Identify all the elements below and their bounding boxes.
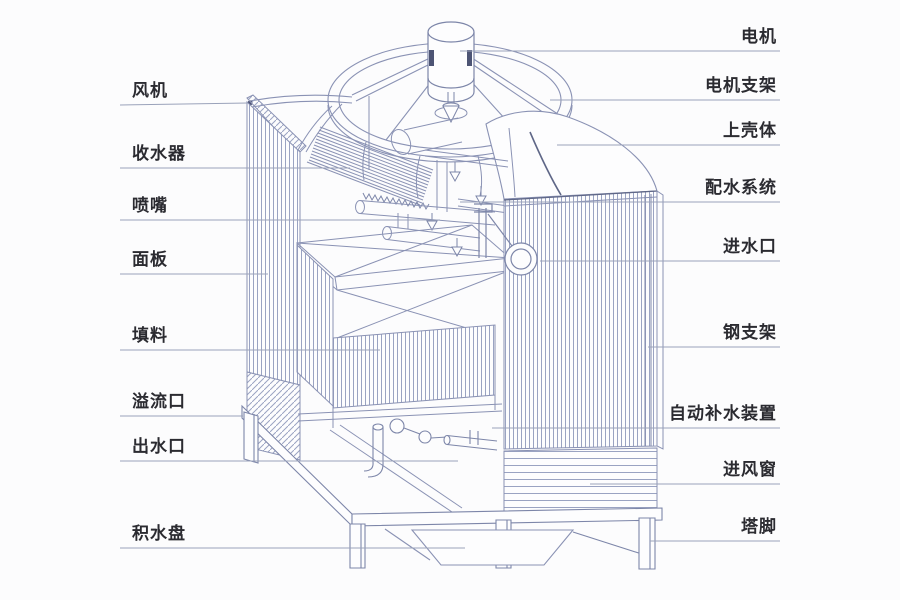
- collection-tray: [384, 528, 575, 566]
- nozzle-icon: [449, 162, 461, 183]
- leader-fan: [119, 102, 249, 106]
- label-panel: 面板: [132, 250, 168, 269]
- tower-leg: [243, 411, 259, 464]
- upper-shell: [247, 94, 658, 200]
- label-steel-frame: 钢支架: [723, 323, 777, 342]
- motor: [427, 21, 475, 124]
- nozzle-icon: [475, 186, 487, 207]
- label-air-inlet-louver: 进风窗: [723, 460, 777, 479]
- label-auto-refill-device: 自动补水装置: [669, 404, 777, 423]
- label-motor-bracket: 电机支架: [705, 76, 777, 95]
- louver-window: [503, 447, 658, 518]
- label-fill: 填料: [132, 326, 168, 345]
- float-valve: [363, 418, 498, 478]
- label-collection-tray: 积水盘: [132, 524, 186, 543]
- nozzle-icon: [426, 213, 438, 232]
- label-tower-foot: 塔脚: [741, 517, 777, 536]
- leader-lines: [119, 50, 780, 549]
- tower-leg: [349, 523, 366, 569]
- nozzles: [426, 162, 487, 258]
- side-panel: [246, 94, 307, 461]
- fill-block: [295, 224, 512, 409]
- label-motor: 电机: [741, 27, 777, 46]
- inlet-pipe: [474, 203, 538, 276]
- label-nozzle: 喷嘴: [132, 196, 168, 215]
- label-drift-eliminator: 收水器: [132, 144, 186, 163]
- label-water-distribution: 配水系统: [705, 178, 777, 197]
- tower-leg: [638, 517, 656, 570]
- label-upper-shell: 上壳体: [723, 121, 777, 140]
- label-water-inlet: 进水口: [723, 237, 777, 256]
- basin-structure: [297, 395, 503, 513]
- label-water-outlet: 出水口: [132, 437, 186, 456]
- label-fan: 风机: [132, 81, 168, 100]
- water-distribution-pipes: [355, 149, 509, 252]
- casing-wall: [503, 190, 664, 450]
- label-overflow-port: 溢流口: [132, 392, 186, 411]
- nozzle-icon: [451, 238, 463, 258]
- drift-eliminator: [306, 117, 463, 211]
